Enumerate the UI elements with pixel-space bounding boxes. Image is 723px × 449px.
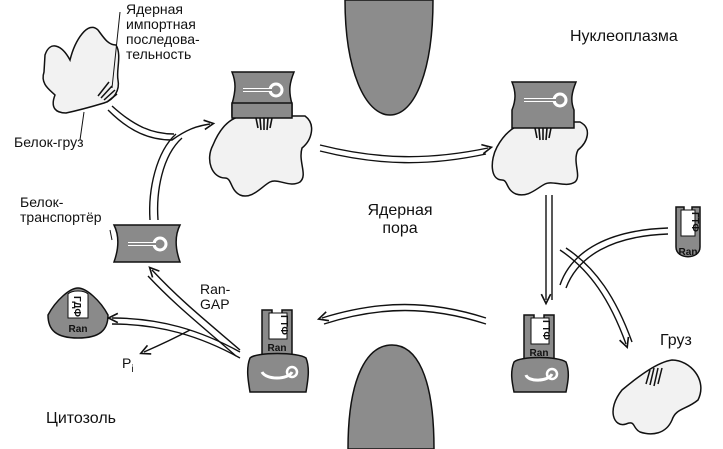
arrow-to-ran-gdp (106, 312, 241, 353)
cargo-label: Груз (660, 332, 692, 349)
cargo-protein-label: Белок-груз (14, 134, 84, 150)
nls-label: Ядерная импортная последова- тельность (126, 1, 200, 62)
import-complex-nucleus (491, 81, 589, 196)
pi-label: Pi (122, 355, 134, 375)
arrow-through-pore (319, 143, 494, 158)
ran-text: Ran (679, 247, 698, 258)
nuclear-pore-bottom (347, 344, 435, 449)
arrow-to-pi (139, 329, 191, 355)
arrow-cargo-to-complex (107, 109, 216, 141)
ran-gap-label: Ran- GAP (200, 281, 231, 312)
nuclear-pore-label: Ядерная пора (367, 202, 433, 237)
ran-text: Ran (530, 348, 549, 359)
arrow-to-importin (148, 266, 241, 351)
ran-text: Ran (69, 324, 88, 335)
ran-gtp-importin-nucleus: ГТФ Ran (510, 314, 570, 393)
ran-gtp-importin-cytosol: ГТФ Ran (246, 309, 310, 393)
ran-gtp-nucleus: ГТФ Ran (675, 206, 701, 258)
gtp-text: ГТФ (278, 315, 289, 335)
gtp-text: ГТФ (540, 320, 551, 340)
cytosol-label: Цитозоль (46, 410, 117, 427)
nucleoplasm-label: Нуклеоплазма (570, 28, 678, 45)
arrow-ran-binding (559, 227, 669, 286)
import-complex-entering (208, 71, 313, 197)
process-arrows (106, 105, 669, 359)
nls-signal-marks (97, 81, 118, 103)
importin-label: Белок- транспортёр (20, 194, 102, 225)
arrow-importin-up (149, 133, 177, 221)
gdp-text: ГДФ (71, 296, 82, 317)
cargo-protein-free (42, 26, 120, 114)
importin-free (112, 224, 182, 263)
ran-text: Ran (268, 343, 287, 354)
cargo-protein-released (612, 359, 702, 435)
ran-gdp-cytosol: ГДФ Ran (47, 287, 109, 339)
label-pointers (79, 11, 121, 241)
arrow-export (316, 303, 487, 322)
nuclear-pore-top (344, 0, 434, 116)
gtp-text: ГТФ (689, 212, 700, 232)
arrow-to-cargo (559, 249, 630, 350)
